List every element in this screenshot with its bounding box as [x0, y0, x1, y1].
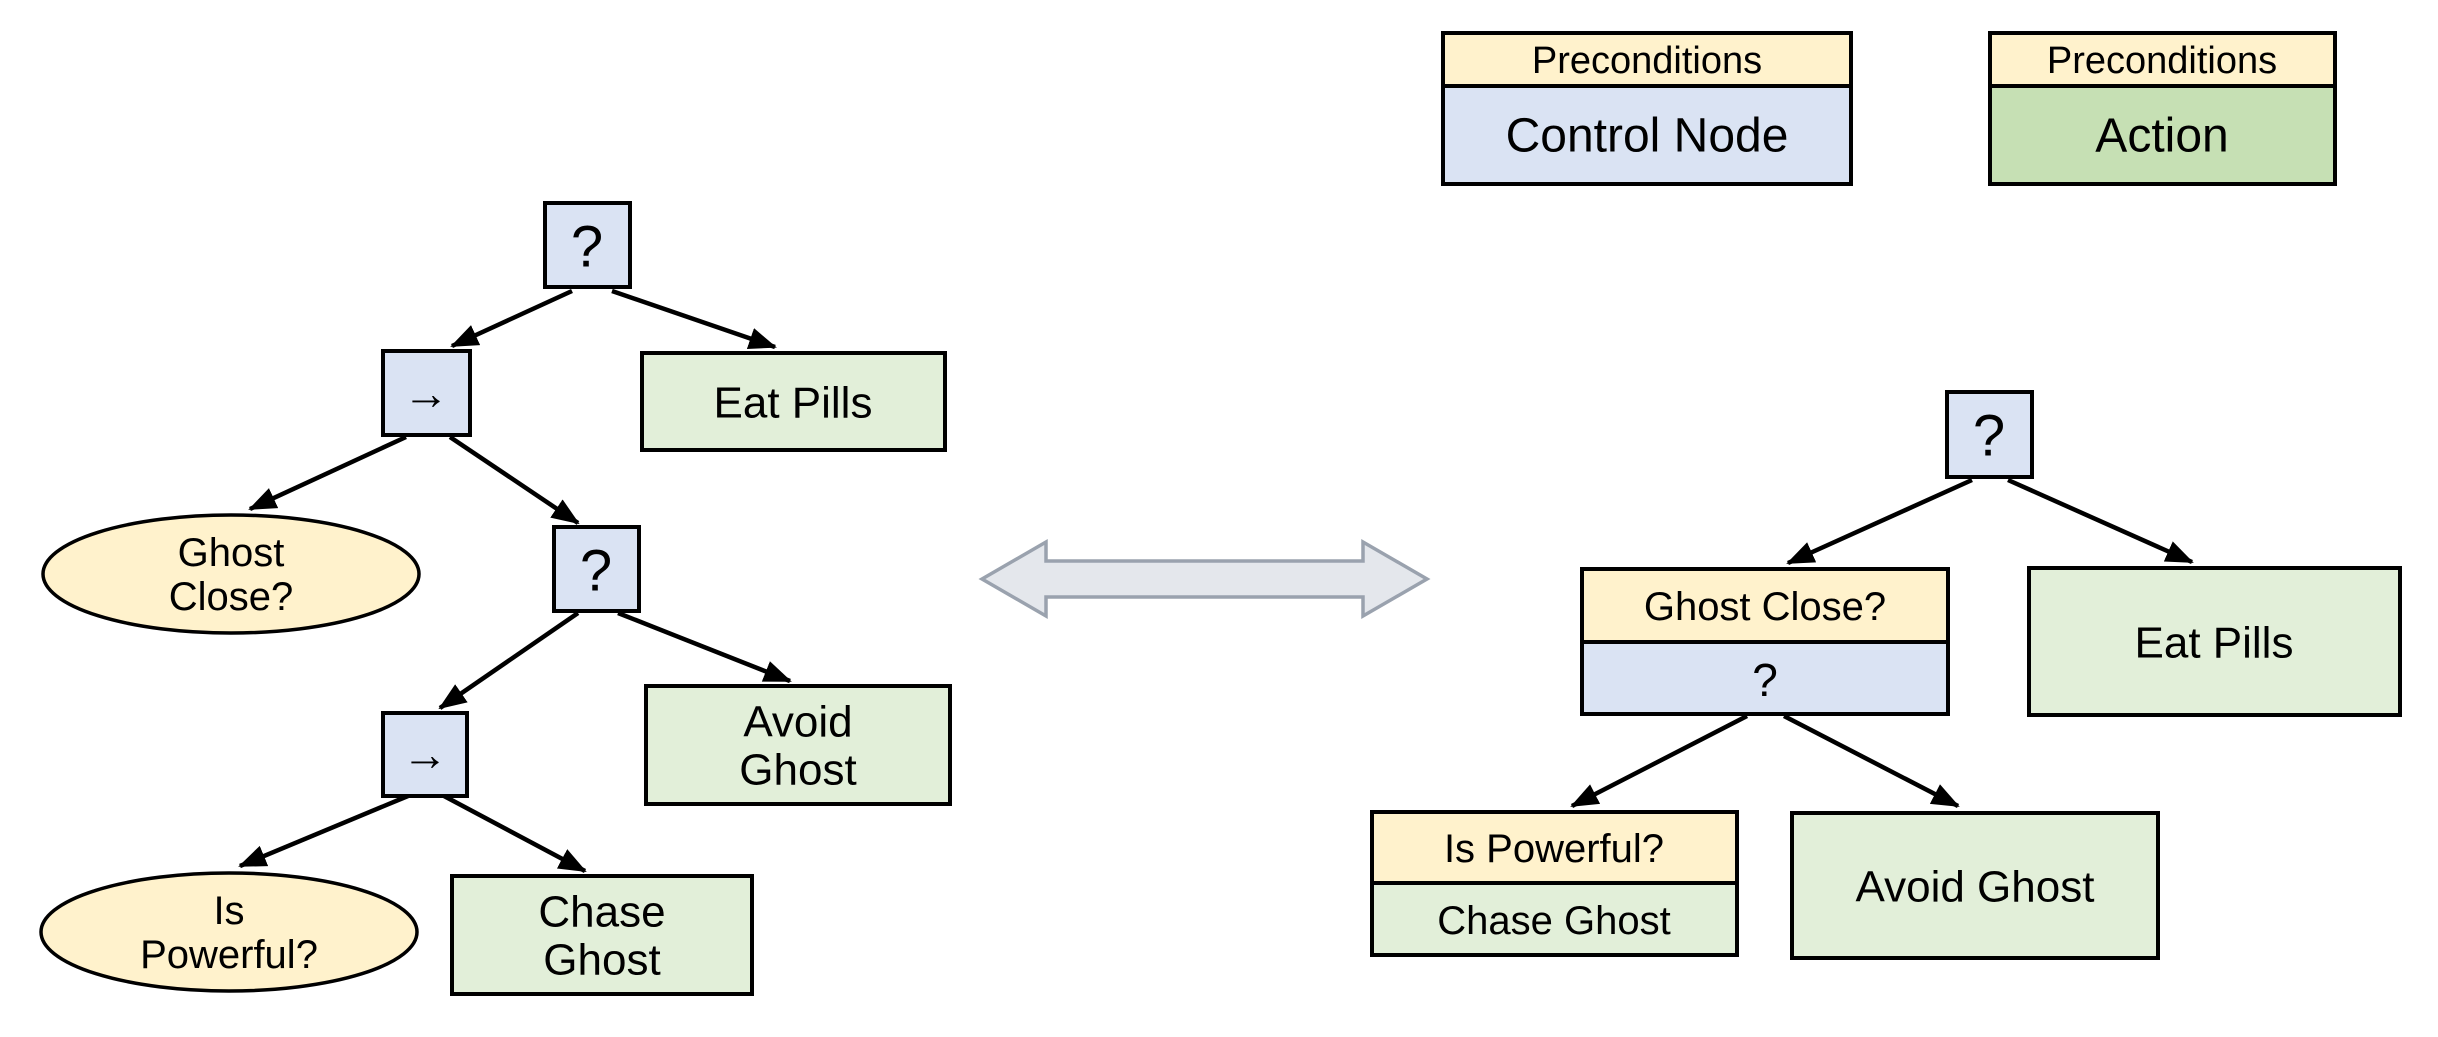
- legend-action-box: Preconditions Action: [1988, 31, 2337, 186]
- right-eat-pills-node: Eat Pills: [2027, 566, 2402, 717]
- edge-root-to-eat-pills: [2007, 477, 2194, 565]
- left-chase-ghost-line1: Chase: [538, 888, 665, 937]
- left-root-selector-glyph: ?: [571, 215, 603, 280]
- left-avoid-ghost-rect: [644, 684, 952, 806]
- left-root-selector-rect: [543, 201, 632, 289]
- right-ghost-close-selector-node: Ghost Close? ?: [1580, 567, 1950, 716]
- left-chase-ghost-rect: [450, 874, 754, 996]
- right-ghost-close-header-cell: [1580, 567, 1950, 644]
- left-ghost-close-condition: Ghost Close?: [41, 513, 421, 635]
- legend-action-body-cell: [1988, 84, 2337, 186]
- left-sequence-rect: [381, 349, 472, 437]
- left-is-powerful-condition: Is Powerful?: [39, 871, 419, 993]
- left-is-powerful-ellipse: [39, 871, 419, 993]
- left-ghost-close-line2: Close?: [169, 575, 294, 619]
- edge-root-to-sequence: [450, 288, 573, 349]
- legend-action-label: Action: [2095, 110, 2228, 163]
- right-tree: ? Ghost Close? ? Eat Pills Is Powerful? …: [1370, 390, 2402, 960]
- right-ghost-close-selector-glyph: ?: [1752, 654, 1778, 706]
- right-ghost-close-header-label: Ghost Close?: [1644, 585, 1886, 629]
- right-chase-ghost-body-cell: [1370, 881, 1739, 957]
- legend-control-preconditions-label: Preconditions: [1532, 40, 1762, 82]
- right-is-powerful-header-label: Is Powerful?: [1444, 827, 1664, 871]
- right-is-powerful-header-cell: [1370, 810, 1739, 885]
- sequence-arrow-icon: →: [403, 367, 449, 419]
- left-root-selector-node: ?: [543, 201, 632, 289]
- left-tree: ? → Eat Pills Ghost Close? ? Avoid Ghost…: [39, 201, 952, 996]
- edge-root-to-ghost-close-selector: [1786, 477, 1973, 566]
- double-headed-arrow-icon: [978, 538, 1431, 620]
- right-avoid-ghost-rect: [1790, 811, 2160, 960]
- right-root-selector-rect: [1945, 390, 2034, 479]
- right-eat-pills-rect: [2027, 566, 2402, 717]
- right-tree-edges: [1570, 477, 2194, 809]
- right-root-selector-node: ?: [1945, 390, 2034, 479]
- right-avoid-ghost-label: Avoid Ghost: [1856, 863, 2095, 912]
- edge-sequence2-to-is-powerful: [238, 793, 409, 869]
- edge-sequence-to-ghost-close: [248, 434, 407, 512]
- left-tree-edges: [238, 288, 792, 873]
- edge-selector-to-sequence2: [438, 611, 580, 710]
- sequence-arrow-icon: →: [402, 728, 448, 780]
- left-mid-selector-rect: [552, 525, 641, 613]
- left-mid-selector-node: ?: [552, 525, 641, 613]
- right-is-powerful-chase-node: Is Powerful? Chase Ghost: [1370, 810, 1739, 957]
- legend-control-node-box: Preconditions Control Node: [1441, 31, 1853, 186]
- left-avoid-ghost-line2: Ghost: [739, 746, 856, 795]
- edge-root-to-eat-pills: [611, 288, 777, 350]
- right-ghost-close-body-cell: [1580, 640, 1950, 716]
- left-is-powerful-line1: Is: [213, 889, 244, 933]
- left-eat-pills-node: Eat Pills: [640, 351, 947, 452]
- left-sequence2-rect: [381, 711, 469, 798]
- left-ghost-close-line1: Ghost: [178, 531, 285, 575]
- left-is-powerful-line2: Powerful?: [140, 933, 318, 977]
- edge-sequence-to-selector: [448, 435, 580, 525]
- legend: Preconditions Control Node Preconditions…: [1441, 31, 2337, 186]
- left-chase-ghost-node: Chase Ghost: [450, 874, 754, 996]
- legend-control-node-label: Control Node: [1506, 110, 1789, 163]
- legend-action-preconditions-label: Preconditions: [2047, 40, 2277, 82]
- edge-selector-to-avoid-ghost: [1782, 714, 1960, 808]
- left-sequence2-node: →: [381, 711, 469, 798]
- right-eat-pills-label: Eat Pills: [2135, 619, 2294, 668]
- left-avoid-ghost-line1: Avoid: [743, 698, 852, 747]
- left-mid-selector-glyph: ?: [580, 539, 612, 604]
- left-eat-pills-rect: [640, 351, 947, 452]
- left-avoid-ghost-node: Avoid Ghost: [644, 684, 952, 806]
- right-root-selector-glyph: ?: [1973, 404, 2005, 469]
- edge-selector-to-avoid-ghost: [617, 610, 792, 684]
- left-chase-ghost-line2: Ghost: [543, 936, 660, 985]
- edge-sequence2-to-chase-ghost: [442, 794, 587, 873]
- left-ghost-close-ellipse: [41, 513, 421, 635]
- left-sequence-node: →: [381, 349, 472, 437]
- legend-control-body-cell: [1441, 84, 1853, 186]
- right-chase-ghost-label: Chase Ghost: [1437, 899, 1670, 943]
- right-avoid-ghost-node: Avoid Ghost: [1790, 811, 2160, 960]
- left-eat-pills-label: Eat Pills: [714, 379, 873, 428]
- edge-selector-to-is-powerful-chase: [1570, 713, 1749, 809]
